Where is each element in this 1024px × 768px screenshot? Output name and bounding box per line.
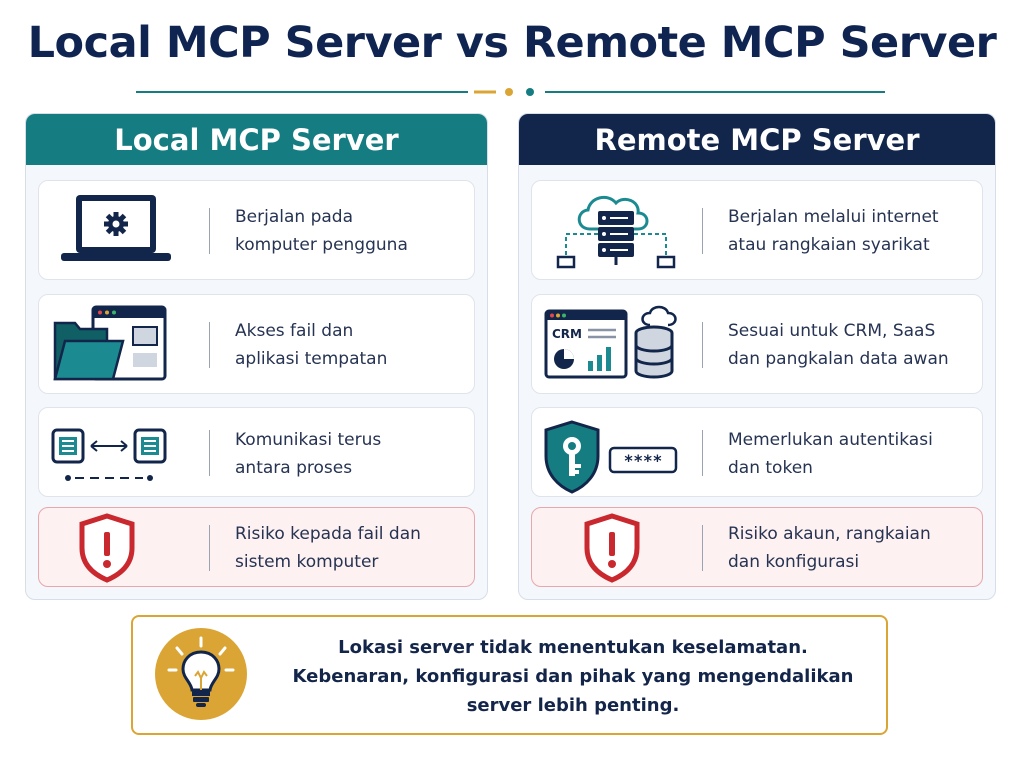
local-row-runs-on-computer: Berjalan pada komputer pengguna	[38, 180, 475, 280]
local-panel-header: Local MCP Server	[26, 114, 487, 165]
remote-row-crm-saas: CRM Sesuai untuk CRM, SaaS dan pangkalan…	[531, 294, 983, 394]
row-text: Risiko akaun, rangkaian dan konfigurasi	[728, 524, 931, 572]
lightbulb-icon	[155, 628, 247, 720]
local-row-direct-communication: Komunikasi terus antara proses	[38, 407, 475, 497]
remote-row-risk: Risiko akaun, rangkaian dan konfigurasi	[531, 507, 983, 587]
page-title: Local MCP Server vs Remote MCP Server	[27, 18, 997, 68]
local-row-file-access: Akses fail dan aplikasi tempatan	[38, 294, 475, 394]
remote-row-runs-over-internet: Berjalan melalui internet atau rangkaian…	[531, 180, 983, 280]
warning-shield-icon	[542, 510, 687, 586]
row-text: Memerlukan autentikasi dan token	[728, 430, 933, 478]
remote-panel-header: Remote MCP Server	[519, 114, 995, 165]
process-link-icon	[49, 416, 194, 500]
row-text: Risiko kepada fail dan sistem komputer	[235, 524, 421, 572]
note-text: Lokasi server tidak menentukan keselamat…	[292, 637, 854, 716]
title-divider	[136, 88, 885, 96]
row-text: Komunikasi terus antara proses	[235, 430, 382, 478]
local-row-risk: Risiko kepada fail dan sistem komputer	[38, 507, 475, 587]
row-text: Sesuai untuk CRM, SaaS dan pangkalan dat…	[728, 321, 949, 369]
local-server-panel: Local MCP Server Berjalan pada komputer …	[25, 113, 488, 600]
remote-server-panel: Remote MCP Server Berjalan m	[518, 113, 996, 600]
folder-window-icon	[49, 303, 194, 387]
crm-database-icon: CRM	[542, 303, 687, 387]
remote-row-authentication: **** Memerlukan autentikasi dan token	[531, 407, 983, 497]
cloud-server-icon	[542, 189, 687, 273]
key-takeaway-note: Lokasi server tidak menentukan keselamat…	[131, 615, 888, 735]
warning-shield-icon	[49, 510, 194, 586]
row-text: Berjalan pada komputer pengguna	[235, 207, 408, 255]
laptop-gear-icon	[49, 189, 194, 273]
row-text: Akses fail dan aplikasi tempatan	[235, 321, 388, 369]
crm-label: CRM	[552, 327, 582, 341]
token-mask: ****	[624, 451, 663, 470]
row-text: Berjalan melalui internet atau rangkaian…	[728, 207, 939, 255]
key-shield-icon: ****	[542, 416, 687, 500]
